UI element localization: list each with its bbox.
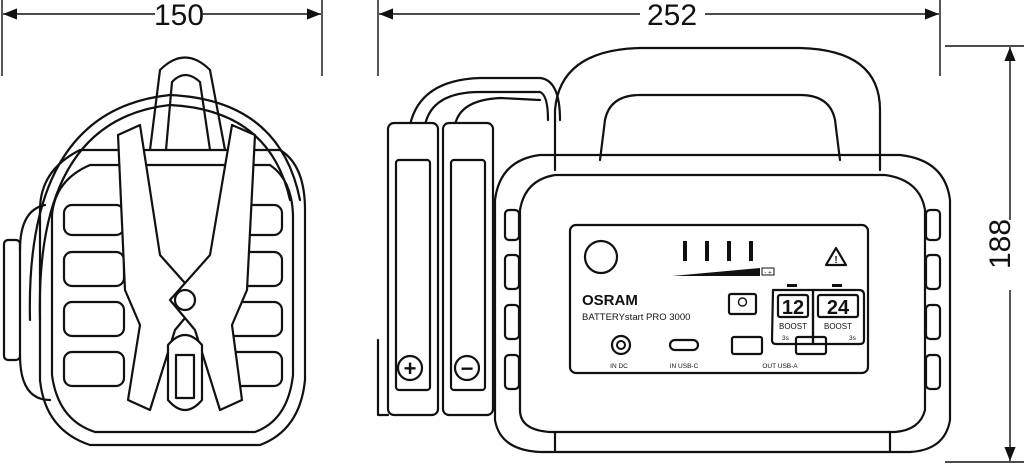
power-button[interactable] bbox=[583, 239, 619, 275]
control-panel: - + ! OSRAM BATTERYstart PRO 3000 12 BOO… bbox=[568, 223, 870, 375]
lightbulb-icon bbox=[737, 297, 748, 307]
height-dimension: 188 bbox=[945, 45, 1024, 463]
front-view: + − - + ! OSRAM BATTERYstar bbox=[376, 46, 952, 454]
brand-logo: OSRAM bbox=[582, 292, 638, 309]
in-dc-label: IN DC bbox=[610, 363, 628, 370]
battery-icon-label: - + bbox=[764, 271, 772, 277]
light-button[interactable] bbox=[727, 292, 758, 316]
svg-text:3s: 3s bbox=[782, 335, 790, 342]
charge-level-indicator: - + bbox=[672, 241, 775, 277]
clamp-negative: − bbox=[441, 121, 495, 417]
svg-text:24: 24 bbox=[827, 297, 850, 319]
width-dimension-left: 150 bbox=[1, 0, 323, 76]
positive-symbol: + bbox=[404, 356, 417, 381]
svg-text:!: ! bbox=[834, 255, 837, 266]
width-label-252: 252 bbox=[647, 0, 697, 32]
svg-text:BOOST: BOOST bbox=[779, 322, 807, 331]
svg-text:3s: 3s bbox=[849, 335, 857, 342]
svg-text:12: 12 bbox=[782, 297, 804, 319]
negative-symbol: − bbox=[461, 356, 474, 381]
dc-input-port[interactable] bbox=[610, 334, 632, 356]
svg-text:BOOST: BOOST bbox=[824, 322, 852, 331]
usbc-input-port[interactable] bbox=[668, 338, 700, 352]
boost-12-button[interactable]: 12 BOOST 3s bbox=[770, 288, 815, 346]
clamp-positive: + bbox=[386, 121, 440, 417]
model-name: BATTERYstart PRO 3000 bbox=[582, 312, 690, 323]
usba-output-port-1[interactable] bbox=[730, 335, 764, 356]
side-ribs bbox=[503, 208, 942, 391]
out-usba-label: OUT USB-A bbox=[762, 363, 798, 370]
clamp-pair bbox=[116, 123, 257, 412]
height-label-188: 188 bbox=[984, 219, 1017, 269]
warning-icon bbox=[824, 246, 848, 267]
usba-output-port-2[interactable] bbox=[794, 335, 828, 356]
in-usbc-label: IN USB-C bbox=[670, 363, 699, 370]
width-dimension-right: 252 bbox=[377, 0, 941, 76]
width-label-150: 150 bbox=[154, 0, 204, 32]
boost-24-button[interactable]: 24 BOOST 3s bbox=[811, 288, 866, 346]
side-view bbox=[2, 56, 307, 447]
